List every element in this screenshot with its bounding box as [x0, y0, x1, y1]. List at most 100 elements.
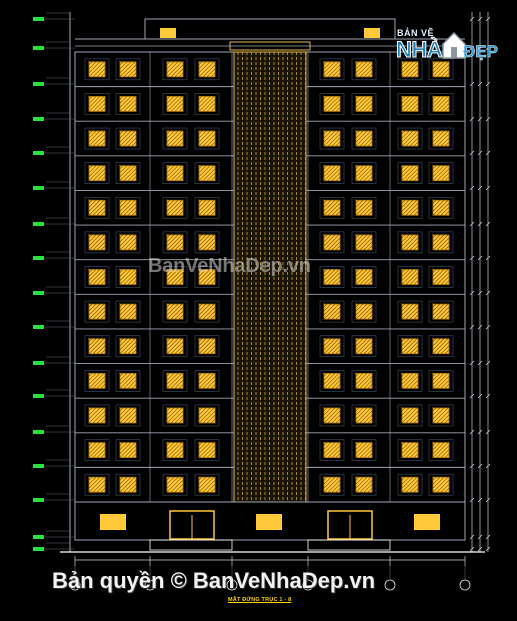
window-frame — [194, 404, 220, 427]
window-hatch — [444, 487, 450, 493]
window-hatch — [401, 338, 406, 342]
window-frame — [84, 439, 110, 461]
window-frame — [397, 162, 423, 184]
window-hatch — [335, 453, 341, 458]
window-frame — [397, 300, 423, 323]
window-hatch — [100, 107, 106, 112]
window-hatch — [440, 68, 450, 78]
window-hatch — [355, 96, 368, 108]
window-hatch — [401, 200, 418, 216]
window-hatch — [401, 303, 406, 308]
window-frame — [319, 335, 345, 358]
window-hatch — [174, 103, 184, 112]
window-hatch — [401, 303, 418, 320]
window-frame — [162, 266, 188, 288]
window-hatch — [432, 373, 449, 389]
window-hatch — [355, 407, 368, 420]
window-hatch — [323, 303, 332, 312]
window-hatch — [202, 306, 216, 320]
window-hatch — [354, 129, 357, 132]
window-hatch — [88, 61, 101, 74]
window-hatch — [119, 130, 132, 143]
window-hatch — [198, 303, 203, 308]
window-hatch — [119, 130, 128, 139]
window-hatch — [431, 372, 434, 374]
window-hatch — [354, 60, 357, 63]
window-hatch — [436, 272, 450, 285]
level-mark — [33, 361, 44, 365]
window-hatch — [367, 211, 373, 216]
window-hatch — [198, 303, 215, 320]
window-hatch — [198, 61, 203, 66]
window-hatch — [198, 338, 207, 346]
window-hatch — [405, 376, 419, 389]
window-hatch — [131, 487, 137, 493]
window-hatch — [432, 165, 445, 177]
window-hatch — [436, 376, 450, 389]
window-hatch — [432, 130, 449, 147]
window-hatch — [166, 373, 179, 385]
window-hatch — [405, 203, 419, 216]
window-hatch — [335, 487, 341, 493]
dimension-tick — [469, 546, 475, 552]
window-hatch — [198, 476, 211, 489]
window-frame — [397, 93, 423, 115]
window-hatch — [355, 338, 368, 350]
window-hatch — [123, 237, 137, 251]
window-hatch — [409, 207, 419, 216]
window-hatch — [88, 373, 93, 377]
window-hatch — [198, 373, 203, 377]
window-hatch — [400, 199, 403, 201]
window-frame — [351, 127, 377, 150]
window-hatch — [88, 96, 105, 112]
window-hatch — [119, 476, 128, 485]
window-frame — [162, 335, 188, 358]
window-hatch — [431, 129, 434, 132]
window-hatch — [206, 345, 216, 354]
window-hatch — [118, 475, 121, 478]
window-hatch — [355, 269, 360, 273]
window-hatch — [432, 234, 449, 251]
window-hatch — [355, 200, 368, 212]
window-hatch — [210, 418, 216, 424]
window-hatch — [131, 384, 137, 389]
window-hatch — [210, 211, 216, 216]
window-hatch — [432, 476, 449, 493]
window-hatch — [367, 280, 373, 285]
window-hatch — [166, 165, 179, 177]
window-frame — [319, 196, 345, 219]
window-hatch — [355, 303, 368, 316]
window-hatch — [166, 96, 183, 112]
window-hatch — [355, 338, 360, 342]
window-hatch — [432, 269, 437, 273]
window-hatch — [436, 445, 450, 458]
window-hatch — [413, 211, 419, 216]
window-hatch — [327, 168, 341, 181]
window-hatch — [123, 168, 137, 181]
window-hatch — [355, 130, 364, 139]
window-hatch — [367, 453, 373, 458]
window-hatch — [88, 165, 105, 181]
window-frame — [319, 404, 345, 427]
window-hatch — [170, 306, 184, 320]
window-hatch — [405, 133, 419, 147]
window-hatch — [409, 414, 419, 424]
window-hatch — [198, 269, 211, 281]
window-hatch — [198, 165, 203, 169]
window-hatch — [119, 165, 128, 173]
window-hatch — [401, 476, 418, 493]
window-hatch — [327, 376, 341, 389]
window-hatch — [432, 61, 441, 70]
window-hatch — [202, 272, 216, 285]
window-hatch — [92, 376, 106, 389]
window-hatch — [400, 475, 403, 478]
window-hatch — [198, 269, 215, 285]
window-hatch — [170, 133, 184, 147]
roof-parapet — [144, 18, 396, 40]
window-hatch — [123, 99, 137, 112]
window-hatch — [440, 310, 450, 320]
window-frame — [397, 266, 423, 288]
window-frame — [428, 335, 454, 358]
window-hatch — [178, 453, 184, 458]
window-hatch — [431, 268, 434, 270]
